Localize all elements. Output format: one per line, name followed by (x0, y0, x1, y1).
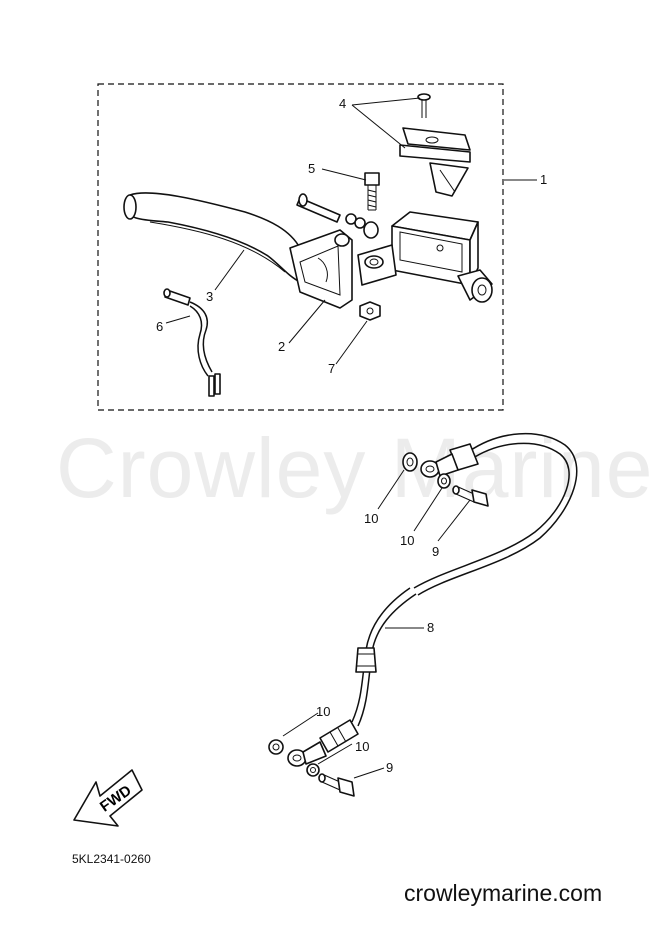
callout-1: 1 (540, 172, 548, 187)
brake-lever (123, 192, 310, 283)
diagram-part-code: 5KL2341-0260 (72, 852, 151, 866)
cap-screw (417, 93, 431, 118)
brake-switch (163, 288, 221, 397)
lever-bracket (289, 229, 353, 309)
callout-9-upper: 9 (432, 544, 440, 559)
site-url: crowleymarine.com (404, 880, 603, 906)
pivot-bolt (364, 172, 380, 211)
upper-washers (402, 452, 451, 489)
callout-4: 4 (339, 96, 347, 111)
callout-8: 8 (427, 620, 435, 635)
push-rod (296, 193, 379, 239)
callout-7: 7 (328, 361, 336, 376)
callout-6: 6 (156, 319, 164, 334)
fwd-arrow-icon: FWD (73, 769, 143, 827)
callout-10-upper-b: 10 (400, 533, 415, 548)
leader-lines (165, 97, 537, 779)
callout-10-lower-b: 10 (355, 739, 370, 754)
lower-hose-end (287, 741, 327, 767)
callout-10-upper-a: 10 (364, 511, 379, 526)
callout-2: 2 (278, 339, 286, 354)
callout-3: 3 (206, 289, 214, 304)
assembly-boundary (97, 83, 504, 411)
lower-washers (268, 739, 320, 777)
pivot-nut (359, 301, 381, 321)
watermark: Crowley Marine (56, 421, 654, 515)
callout-10-lower-a: 10 (316, 704, 331, 719)
callout-9-lower: 9 (386, 760, 394, 775)
lower-union-bolt (318, 773, 355, 797)
brake-hose (319, 587, 417, 753)
callout-5: 5 (308, 161, 316, 176)
master-cylinder (357, 211, 493, 303)
upper-hose-end (413, 432, 578, 596)
upper-union-bolt (452, 485, 489, 507)
reservoir-cap (399, 127, 471, 197)
